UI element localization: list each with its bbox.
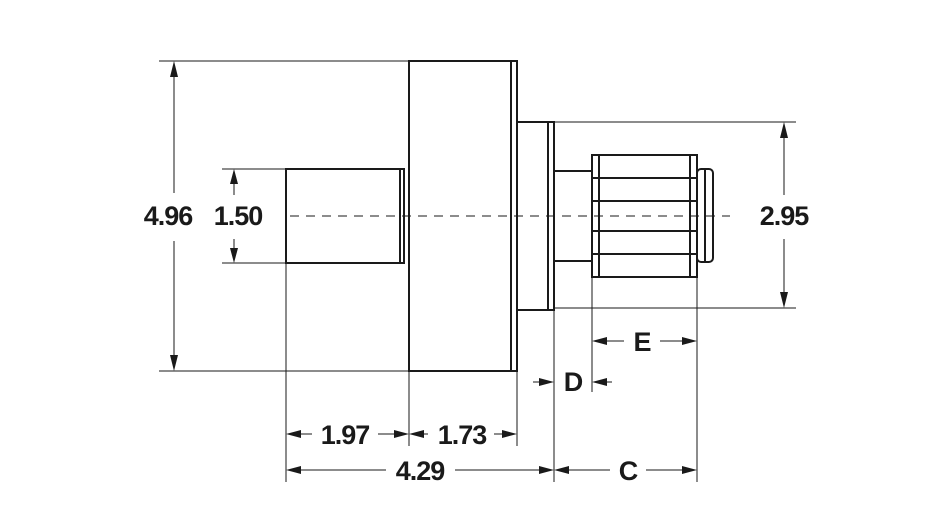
label-d: D bbox=[564, 367, 583, 397]
dim-overall-diameter: 4.96 bbox=[144, 61, 194, 371]
label-shaft-length: 1.97 bbox=[321, 420, 370, 450]
dim-body-length: 1.73 bbox=[409, 420, 517, 450]
label-pinion-diameter: 2.95 bbox=[760, 201, 810, 231]
label-overall-length: 4.29 bbox=[396, 456, 446, 486]
dim-shaft-length: 1.97 bbox=[286, 420, 409, 450]
dim-shaft-diameter: 1.50 bbox=[214, 169, 263, 263]
dim-e: E bbox=[592, 327, 697, 357]
label-overall-diameter: 4.96 bbox=[144, 201, 194, 231]
dim-overall-length: 4.29 bbox=[286, 456, 554, 486]
dim-c: C bbox=[554, 456, 697, 486]
label-body-length: 1.73 bbox=[438, 420, 488, 450]
label-e: E bbox=[633, 327, 650, 357]
extension-lines bbox=[159, 60, 796, 482]
dim-pinion-diameter: 2.95 bbox=[760, 122, 810, 308]
label-shaft-diameter: 1.50 bbox=[214, 201, 263, 231]
label-c: C bbox=[619, 456, 638, 486]
dim-d: D bbox=[533, 367, 612, 397]
